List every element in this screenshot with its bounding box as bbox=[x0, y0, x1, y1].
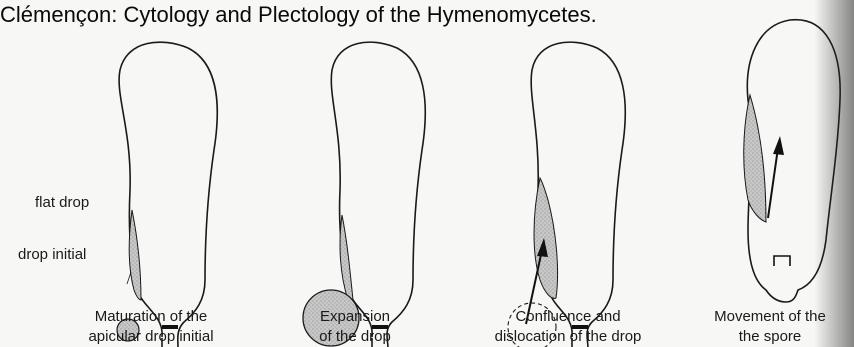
panel-3-drawing bbox=[508, 42, 625, 347]
caption-panel-3: Confluence and dislocation of the drop bbox=[478, 307, 658, 347]
caption-line: Expansion bbox=[300, 307, 410, 327]
movement-arrow bbox=[768, 148, 778, 218]
caption-line: dislocation of the drop bbox=[478, 327, 658, 347]
caption-panel-2: Expansion of the drop bbox=[300, 307, 410, 347]
flat-drop-pointer bbox=[127, 272, 131, 284]
spore-outline bbox=[119, 42, 217, 347]
caption-line: Confluence and bbox=[478, 307, 658, 327]
page-edge-shadow bbox=[814, 0, 854, 347]
drop-initial-label: drop initial bbox=[18, 246, 86, 263]
flat-drop-shape bbox=[340, 215, 353, 302]
drop-shape bbox=[744, 95, 766, 222]
flat-drop-shape bbox=[129, 210, 141, 300]
page-title: Clémençon: Cytology and Plectology of th… bbox=[0, 2, 597, 28]
caption-line: apicular drop initial bbox=[76, 327, 226, 347]
confluent-drop-shape bbox=[534, 178, 558, 298]
caption-panel-1: Maturation of the apicular drop initial bbox=[76, 307, 226, 347]
arrow-head-icon bbox=[773, 136, 784, 155]
caption-line: Maturation of the bbox=[76, 307, 226, 327]
panel-1-drawing bbox=[117, 42, 217, 347]
sterigma-stub bbox=[774, 256, 790, 266]
caption-line: of the drop bbox=[300, 327, 410, 347]
panel-2-drawing bbox=[303, 42, 425, 347]
flat-drop-label: flat drop bbox=[35, 194, 89, 211]
